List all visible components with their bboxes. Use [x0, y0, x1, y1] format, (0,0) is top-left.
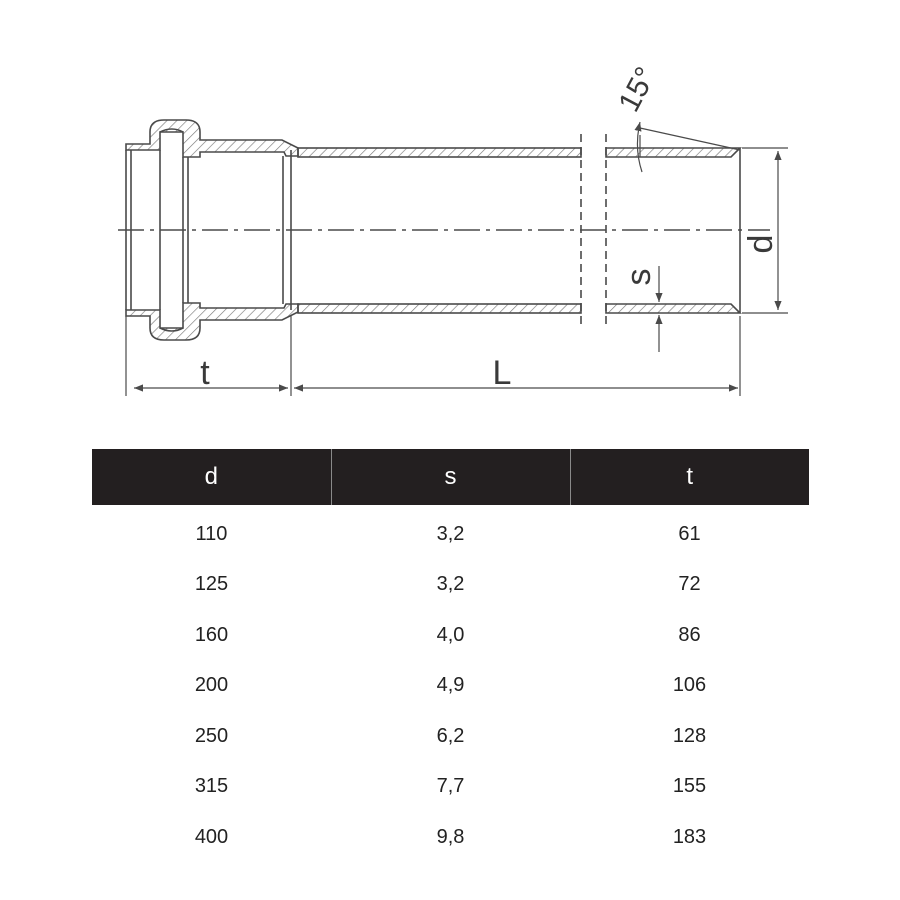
extension-lines	[125, 135, 788, 396]
cell-s: 4,0	[436, 623, 465, 646]
cell-t: 61	[678, 522, 701, 545]
table-row: 200 4,9 106	[92, 661, 809, 712]
table-row: 250 6,2 128	[92, 711, 809, 762]
cell-t: 155	[672, 775, 707, 798]
cell-d: 400	[194, 825, 229, 848]
cell-s: 7,7	[436, 775, 465, 798]
cell-s: 9,8	[436, 825, 465, 848]
cell-d: 125	[194, 573, 229, 596]
pipe-wall-bottom-right	[605, 303, 742, 314]
table-row: 125 3,2 72	[92, 560, 809, 611]
pipe-wall-top-left	[297, 147, 582, 158]
break-lines	[580, 134, 607, 328]
cell-t: 128	[672, 724, 707, 747]
dimension-d-label: d	[742, 235, 780, 254]
cell-d: 200	[194, 674, 229, 697]
cell-t: 106	[672, 674, 707, 697]
chamfer-angle-label: 15°	[612, 62, 662, 118]
cell-s: 3,2	[436, 522, 465, 545]
cell-s: 6,2	[436, 724, 465, 747]
table-header-row: d s t	[92, 449, 809, 505]
chamfer-angle-mark	[634, 121, 741, 173]
socket-wall-bottom	[125, 302, 299, 341]
cell-t: 86	[678, 623, 701, 646]
cell-t: 183	[672, 825, 707, 848]
pipe-wall-bottom-left	[297, 303, 582, 314]
dimensions-table: d s t 110 3,2 61 125 3,2 72 160 4,0 86 2…	[92, 449, 809, 863]
table-row: 315 7,7 155	[92, 762, 809, 813]
table-row: 160 4,0 86	[92, 610, 809, 661]
cell-s: 3,2	[436, 573, 465, 596]
column-header-t: t	[569, 449, 809, 505]
cell-t: 72	[678, 573, 701, 596]
cell-d: 110	[195, 522, 228, 545]
column-header-s: s	[330, 449, 570, 505]
table-row: 400 9,8 183	[92, 812, 809, 863]
cell-s: 4,9	[436, 674, 465, 697]
dimension-s-label: s	[620, 269, 658, 286]
column-header-d: d	[92, 449, 331, 505]
socket-wall-top	[125, 119, 299, 158]
seal-ring	[159, 128, 184, 332]
dimension-L-label: L	[493, 354, 512, 392]
dimension-t-label: t	[200, 354, 210, 392]
cell-d: 160	[194, 623, 229, 646]
table-row: 110 3,2 61	[92, 505, 809, 560]
cell-d: 315	[194, 775, 229, 798]
cell-d: 250	[194, 724, 229, 747]
pipe-wall-top-right	[605, 147, 742, 158]
pipe-technical-drawing: t L d s 15°	[118, 62, 788, 396]
